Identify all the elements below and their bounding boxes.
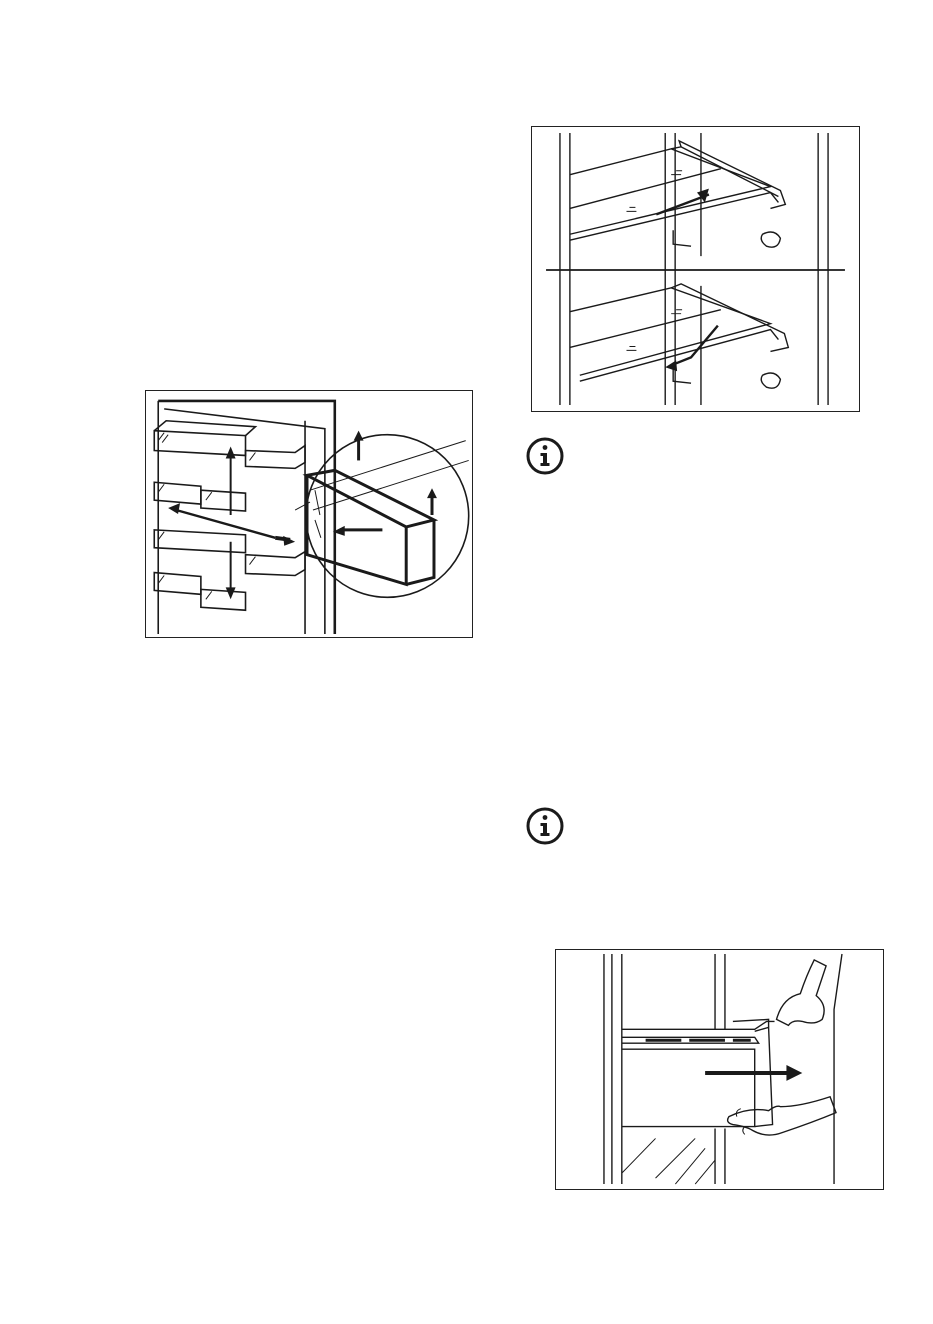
- drawer-figure: [555, 949, 884, 1190]
- drawer-illustration: [556, 950, 883, 1189]
- info-note-1: [525, 436, 565, 476]
- info-note-2: [525, 806, 565, 846]
- shelf-figure: [531, 126, 860, 412]
- door-racks-figure: [145, 390, 473, 638]
- info-icon: [525, 806, 565, 846]
- shelf-illustration: [532, 127, 859, 411]
- info-icon: [525, 436, 565, 476]
- door-racks-illustration: [146, 391, 472, 637]
